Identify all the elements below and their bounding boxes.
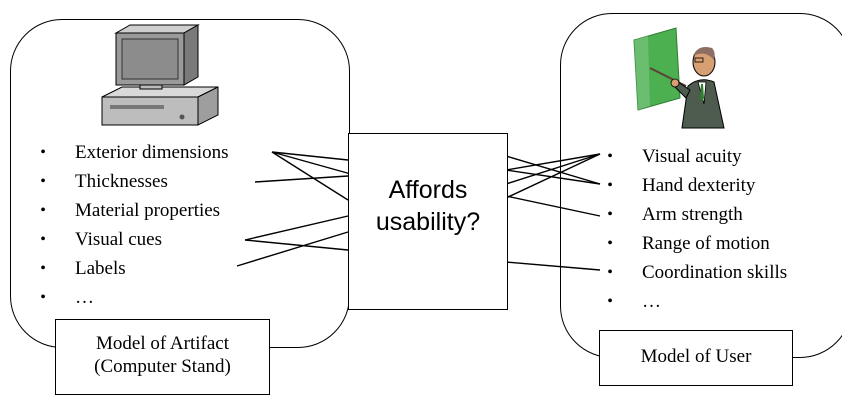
bullet-icon: •: [607, 206, 613, 223]
artifact-property: •Thicknesses: [33, 167, 229, 196]
user-property: •Range of motion: [600, 229, 787, 258]
artifact-caption: Model of Artifact (Computer Stand): [94, 333, 231, 377]
presenter-icon: [633, 27, 725, 129]
user-property: •Hand dexterity: [600, 171, 787, 200]
bullet-icon: •: [607, 177, 613, 194]
bullet-icon: •: [40, 260, 46, 277]
user-caption-box: Model of User: [599, 330, 793, 386]
user-caption: Model of User: [640, 346, 752, 367]
user-property: •Coordination skills: [600, 258, 787, 287]
bullet-icon: •: [607, 235, 613, 252]
connector-line: [505, 153, 601, 199]
artifact-caption-box: Model of Artifact (Computer Stand): [55, 319, 270, 395]
connector-line: [244, 239, 349, 251]
connector-line: [505, 153, 601, 185]
connector-line: [505, 195, 601, 217]
bullet-icon: •: [40, 289, 46, 306]
computer-icon: [101, 24, 219, 126]
connector-line: [271, 151, 349, 161]
connector-line: [505, 155, 601, 185]
connector-line: [236, 231, 349, 267]
bullet-icon: •: [40, 144, 46, 161]
bullet-icon: •: [40, 173, 46, 190]
user-property-list: •Visual acuity •Hand dexterity •Arm stre…: [600, 142, 787, 316]
user-property: •…: [600, 287, 787, 316]
connector-line: [505, 169, 601, 185]
artifact-property: •Exterior dimensions: [33, 138, 228, 167]
connector-line: [271, 151, 349, 201]
user-property: •Visual acuity: [600, 142, 787, 171]
bullet-icon: •: [607, 148, 613, 165]
bullet-icon: •: [40, 202, 46, 219]
user-property: •Arm strength: [600, 200, 787, 229]
affordance-box: Affords usability?: [348, 133, 508, 310]
artifact-property: •Labels: [33, 254, 229, 283]
connector-line: [505, 261, 601, 271]
artifact-property: •Visual cues: [33, 225, 229, 254]
affordance-question: Affords usability?: [375, 176, 481, 236]
connector-line: [505, 153, 601, 171]
bullet-icon: •: [40, 231, 46, 248]
connector-line: [271, 151, 359, 177]
artifact-property-list: •Exterior dimensions •Thicknesses •Mater…: [33, 138, 229, 312]
bullet-icon: •: [607, 264, 613, 281]
connector-line: [254, 175, 349, 183]
connector-line: [244, 215, 349, 241]
artifact-property: •…: [33, 283, 229, 312]
bullet-icon: •: [607, 293, 613, 310]
artifact-property: •Material properties: [33, 196, 229, 225]
